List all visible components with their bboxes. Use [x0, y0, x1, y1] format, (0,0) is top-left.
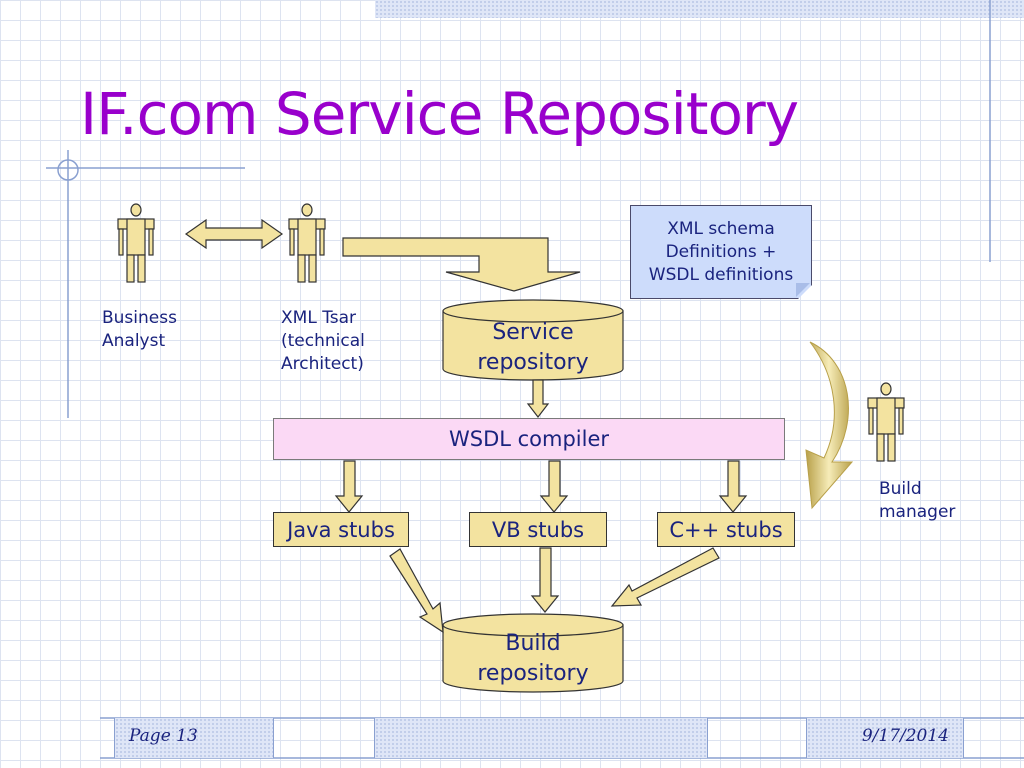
label-line: Business: [102, 308, 177, 328]
build-manager-label: Build manager: [879, 478, 955, 524]
business-analyst-label: Business Analyst: [102, 307, 177, 353]
service-repository-line: repository: [477, 350, 589, 375]
footer-date-box: 9/17/2014: [806, 718, 964, 758]
xml-tsar-label: XML Tsar (technical Architect): [281, 307, 365, 376]
label-line: Analyst: [102, 331, 166, 351]
cpp-stubs-box: C++ stubs: [657, 512, 795, 547]
label-line: manager: [879, 502, 956, 522]
curved-arrow-icon: [805, 341, 854, 510]
label-line: Architect): [281, 354, 364, 374]
bent-arrow-icon: [342, 237, 581, 292]
business-analyst-actor-icon: [117, 203, 155, 283]
java-stubs-box: Java stubs: [273, 512, 409, 547]
service-repository-line: Service: [492, 320, 574, 345]
slide-date: 9/17/2014: [861, 726, 949, 746]
note-line: XML schema: [667, 218, 775, 239]
label-line: Build: [879, 479, 922, 499]
arrow-down-icon: [718, 460, 748, 513]
label-line: (technical: [281, 331, 365, 351]
wsdl-compiler-box: WSDL compiler: [273, 418, 785, 460]
note-line: WSDL definitions: [648, 264, 794, 285]
build-repository: Build repository: [443, 629, 623, 689]
build-repository-cylinder-icon: [442, 613, 624, 693]
label-line: XML Tsar: [281, 308, 357, 328]
vb-stubs-box: VB stubs: [469, 512, 607, 547]
arrow-down-icon: [530, 547, 560, 613]
arrow-down-icon: [526, 379, 550, 418]
slide-title: IF.com Service Repository: [80, 80, 799, 148]
service-repository: Service repository: [443, 318, 623, 378]
build-manager-actor-icon: [867, 382, 905, 462]
arrow-diagonal-icon: [389, 548, 444, 634]
footer-page-box: Page 13: [114, 718, 274, 758]
build-repository-line: repository: [477, 661, 589, 686]
xml-tsar-actor-icon: [288, 203, 326, 283]
xml-schema-note: XML schema Definitions + WSDL definition…: [630, 205, 812, 299]
note-line: Definitions +: [665, 241, 777, 262]
double-arrow-icon: [184, 218, 284, 250]
arrow-down-icon: [334, 460, 364, 513]
page-number: Page 13: [129, 726, 198, 746]
arrow-down-icon: [539, 460, 569, 513]
build-repository-line: Build: [505, 631, 561, 656]
footer-middle-box: [374, 718, 708, 758]
arrow-diagonal-icon: [610, 547, 720, 607]
top-band-decoration: [375, 0, 1024, 18]
